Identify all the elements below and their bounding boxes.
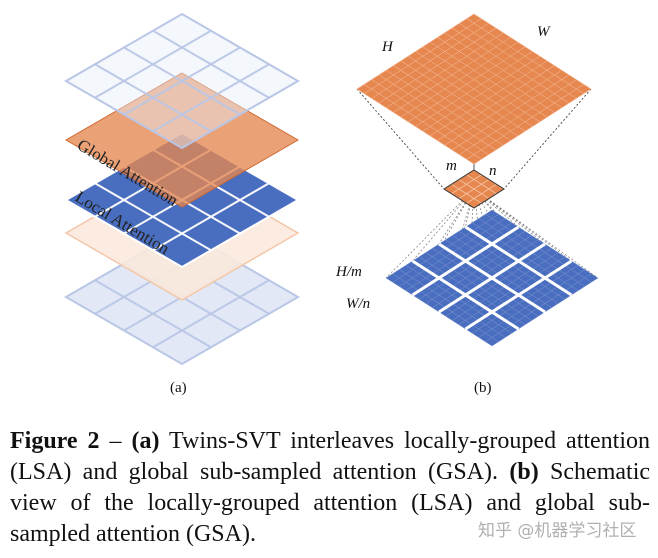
sub-sampled-patch-outline bbox=[443, 169, 505, 209]
top-feature-map-grid-line bbox=[386, 69, 504, 146]
top-feature-map-grid-line bbox=[422, 55, 540, 132]
dim-label-H: H bbox=[381, 39, 394, 55]
local-attention-layer-grid-line bbox=[152, 182, 270, 252]
figure-caption: Figure 2 – (a) Twins-SVT interleaves loc… bbox=[10, 426, 650, 550]
window-boundary bbox=[464, 259, 573, 331]
local-attention-layer-grid-line bbox=[94, 182, 212, 252]
panel-b-label: (b) bbox=[474, 380, 492, 396]
top-feature-map-grid-line bbox=[437, 65, 555, 141]
sub-sampled-patch-grid-line bbox=[466, 183, 497, 204]
dim-label-n: n bbox=[489, 163, 497, 179]
top-feature-map-grid-line bbox=[371, 79, 489, 155]
top-feature-map-grid-line bbox=[393, 65, 511, 141]
projection-line bbox=[473, 188, 599, 279]
caption-part-a-marker: (a) bbox=[131, 428, 160, 454]
top-feature-map-grid-line bbox=[466, 84, 584, 160]
figure-2-illustration: Global Attention Local Attention (a) (b)… bbox=[64, 12, 599, 396]
caption-part-b-marker: (b) bbox=[509, 459, 539, 485]
top-light-blue-layer-grid-line bbox=[152, 63, 270, 133]
projection-line bbox=[438, 188, 475, 245]
projection-line bbox=[465, 188, 475, 228]
top-light-blue-layer-grid-line bbox=[123, 46, 241, 116]
top-feature-map-grid-line bbox=[378, 74, 497, 151]
top-feature-map-grid-line bbox=[451, 74, 570, 151]
window-boundary bbox=[438, 242, 546, 314]
sub-sampled-patch-grid-line bbox=[451, 183, 482, 204]
top-light-blue-layer-grid-line bbox=[94, 63, 212, 133]
projection-line bbox=[438, 188, 475, 313]
bottom-light-blue-layer-grid-line bbox=[152, 279, 270, 349]
panel-b-schematic bbox=[356, 13, 599, 347]
top-feature-map-grid-line bbox=[459, 79, 577, 155]
caption-figure-label: Figure 2 bbox=[10, 428, 100, 454]
watermark: 知乎 @机器学习社区 bbox=[478, 521, 637, 541]
top-feature-map-grid-line bbox=[429, 60, 548, 137]
top-feature-map-grid-line bbox=[444, 69, 562, 146]
projection-line bbox=[473, 188, 546, 245]
bottom-light-blue-layer-grid-line bbox=[94, 279, 212, 349]
caption-part-b-text: Schematic view of the locally-grouped at… bbox=[10, 459, 651, 547]
panel-a-label: (a) bbox=[170, 380, 187, 396]
top-feature-map-grid-line bbox=[415, 51, 533, 127]
caption-part-a-text: Twins-SVT interleaves locally-grouped at… bbox=[10, 428, 651, 485]
window-boundary bbox=[411, 259, 520, 331]
dim-label-W: W bbox=[537, 24, 551, 40]
panel-a-layer-stack bbox=[64, 12, 300, 366]
top-feature-map-grid-line bbox=[408, 55, 526, 132]
dim-label-H-over-m: H/m bbox=[335, 264, 362, 280]
global-attention-layer bbox=[65, 72, 299, 208]
top-feature-map-grid-line bbox=[400, 60, 519, 137]
top-feature-map-grid-line bbox=[364, 84, 482, 160]
dim-label-m: m bbox=[446, 158, 457, 174]
sub-sampled-patch-grid-line bbox=[458, 179, 490, 199]
caption-dash: – bbox=[99, 428, 132, 454]
dim-label-W-over-n: W/n bbox=[346, 296, 370, 312]
projection-line bbox=[385, 188, 475, 279]
